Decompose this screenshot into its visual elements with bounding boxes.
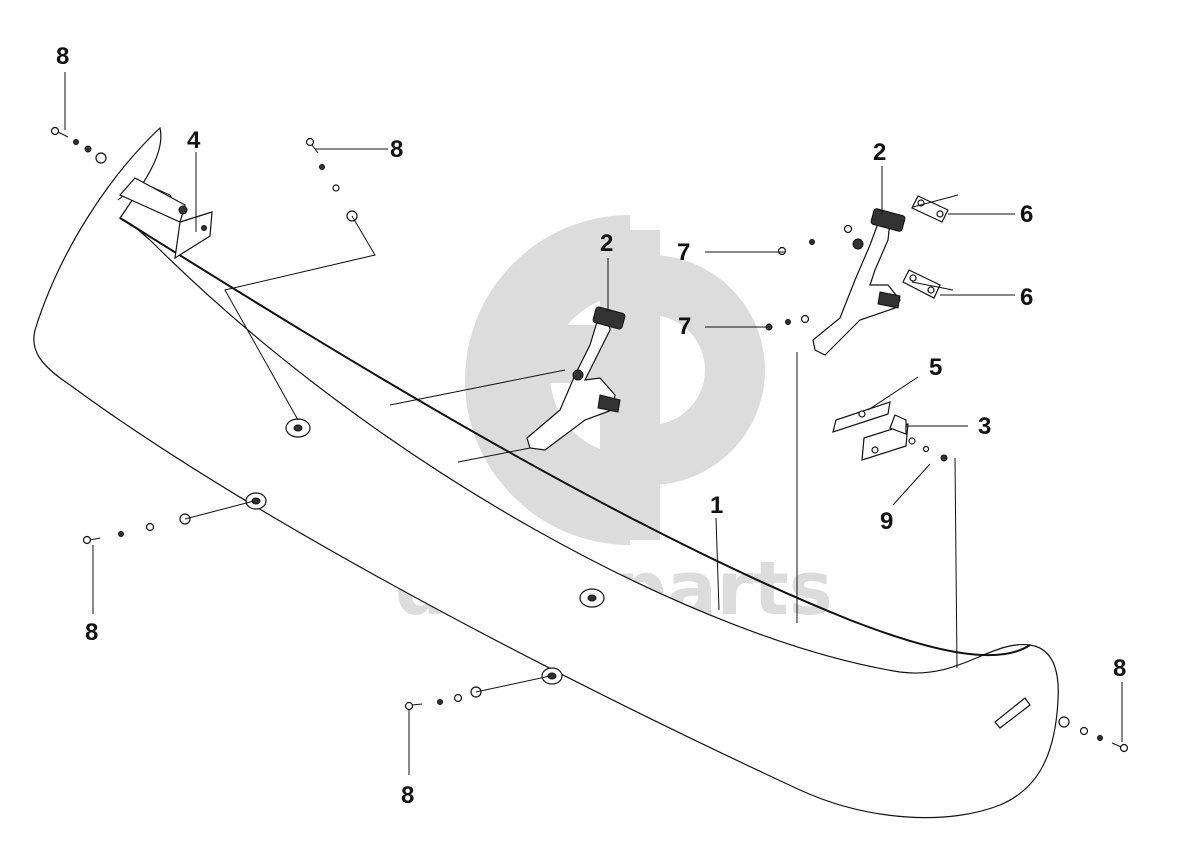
hinge-bracket-center [526, 306, 626, 451]
callout-1: 1 [710, 492, 723, 519]
callouts: 8 4 8 2 2 7 7 6 6 5 3 9 1 8 8 8 [56, 43, 1126, 809]
callout-8-top-center: 8 [390, 136, 403, 163]
callout-8-top-left: 8 [56, 43, 69, 70]
spoiler-body [33, 126, 1059, 819]
bracket-3 [861, 414, 909, 461]
callout-8-bottom: 8 [401, 782, 414, 809]
callout-3: 3 [978, 413, 991, 440]
plate-6-upper [911, 195, 949, 223]
leader-lines [64, 72, 1123, 775]
callout-2-center: 2 [600, 230, 613, 257]
bracket-4 [119, 177, 213, 260]
callout-6-upper: 6 [1020, 201, 1033, 228]
callout-2-right: 2 [873, 139, 886, 166]
callout-5: 5 [929, 354, 942, 381]
callout-4: 4 [187, 127, 201, 154]
plate-5 [832, 401, 891, 433]
callout-7-lower: 7 [678, 313, 691, 340]
callout-9: 9 [880, 508, 893, 535]
callout-8-right: 8 [1113, 655, 1126, 682]
hinge-bracket-right [812, 208, 906, 356]
callout-6-lower: 6 [1020, 284, 1033, 311]
fasteners [50, 126, 1129, 753]
callout-7-upper: 7 [677, 239, 690, 266]
callout-8-left: 8 [85, 619, 98, 646]
